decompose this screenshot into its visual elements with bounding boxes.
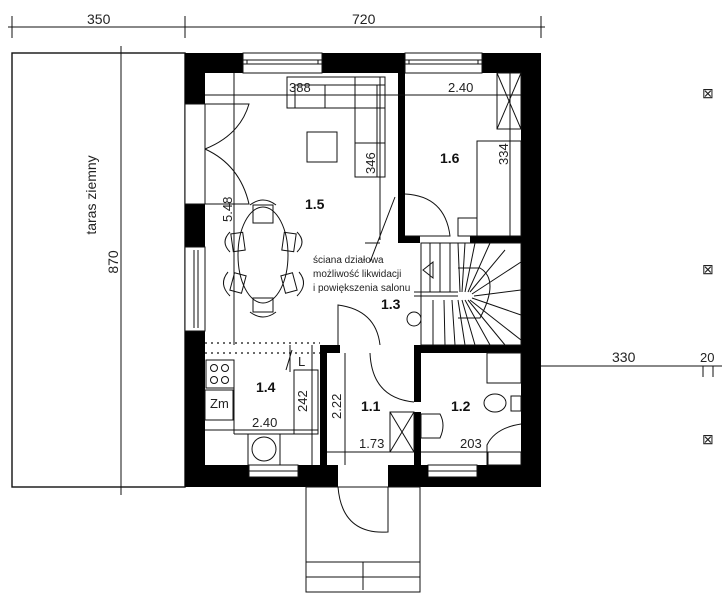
living-room-furniture: [204, 73, 521, 345]
room-1-6-label: 1.6: [440, 150, 460, 166]
entrance-opening: [338, 465, 388, 487]
staircase: [337, 242, 522, 346]
marker-icon-3: ⊠: [702, 431, 714, 447]
room-1-4-width: 2.40: [252, 415, 277, 430]
room-1-4-label: 1.4: [256, 379, 276, 395]
entrance-steps: [305, 486, 421, 593]
terrace-label: taras ziemny: [83, 155, 99, 234]
interior-walls: [300, 73, 521, 487]
dim-870: 870: [105, 250, 121, 274]
kitchen-furniture: L Zm: [204, 342, 320, 466]
wall-note-line-1: ściana działowa: [313, 255, 384, 266]
bathroom-furniture: [420, 352, 522, 466]
window-left: [184, 246, 206, 332]
right-dimension-line: 330 20: [541, 349, 722, 377]
wall-note-line-3: i powiększenia salonu: [313, 283, 410, 294]
window-bottom-left: [248, 464, 299, 478]
window-top-right: [404, 52, 483, 74]
marker-icon-1: ⊠: [702, 85, 714, 101]
room-1-5-width: 388: [289, 80, 311, 95]
window-bottom-right: [427, 464, 478, 478]
room-1-6-height: 334: [496, 143, 511, 165]
hall-furniture: [327, 352, 415, 465]
dim-350: 350: [87, 11, 111, 27]
dim-330: 330: [612, 349, 636, 365]
room-1-1-width: 1.73: [359, 436, 384, 451]
room-1-1-height: 2.22: [329, 394, 344, 419]
dim-20: 20: [700, 350, 714, 365]
dim-720: 720: [352, 11, 376, 27]
wall-note-line-2: możliwość likwidacji: [313, 269, 401, 280]
fridge-label: Zm: [210, 396, 229, 411]
sofa-length: 346: [363, 152, 378, 174]
room-1-5-height: 5.48: [220, 197, 235, 222]
room-1-6-width: 2.40: [448, 80, 473, 95]
room-1-2-label: 1.2: [451, 398, 471, 414]
window-top-left: [242, 52, 323, 74]
room-1-2-width: 203: [460, 436, 482, 451]
terrace: taras ziemny 870: [11, 46, 186, 495]
terrace-door-left-wall: [184, 103, 206, 205]
bedroom-furniture: [404, 72, 522, 237]
room-1-3-label: 1.3: [381, 296, 401, 312]
top-dimension-line: 350 720: [8, 11, 545, 38]
room-1-5-label: 1.5: [305, 196, 325, 212]
marker-icon-2: ⊠: [702, 261, 714, 277]
kitchen-unit-label: L: [298, 354, 305, 369]
room-1-4-height: 242: [295, 390, 310, 412]
room-1-1-label: 1.1: [361, 398, 381, 414]
